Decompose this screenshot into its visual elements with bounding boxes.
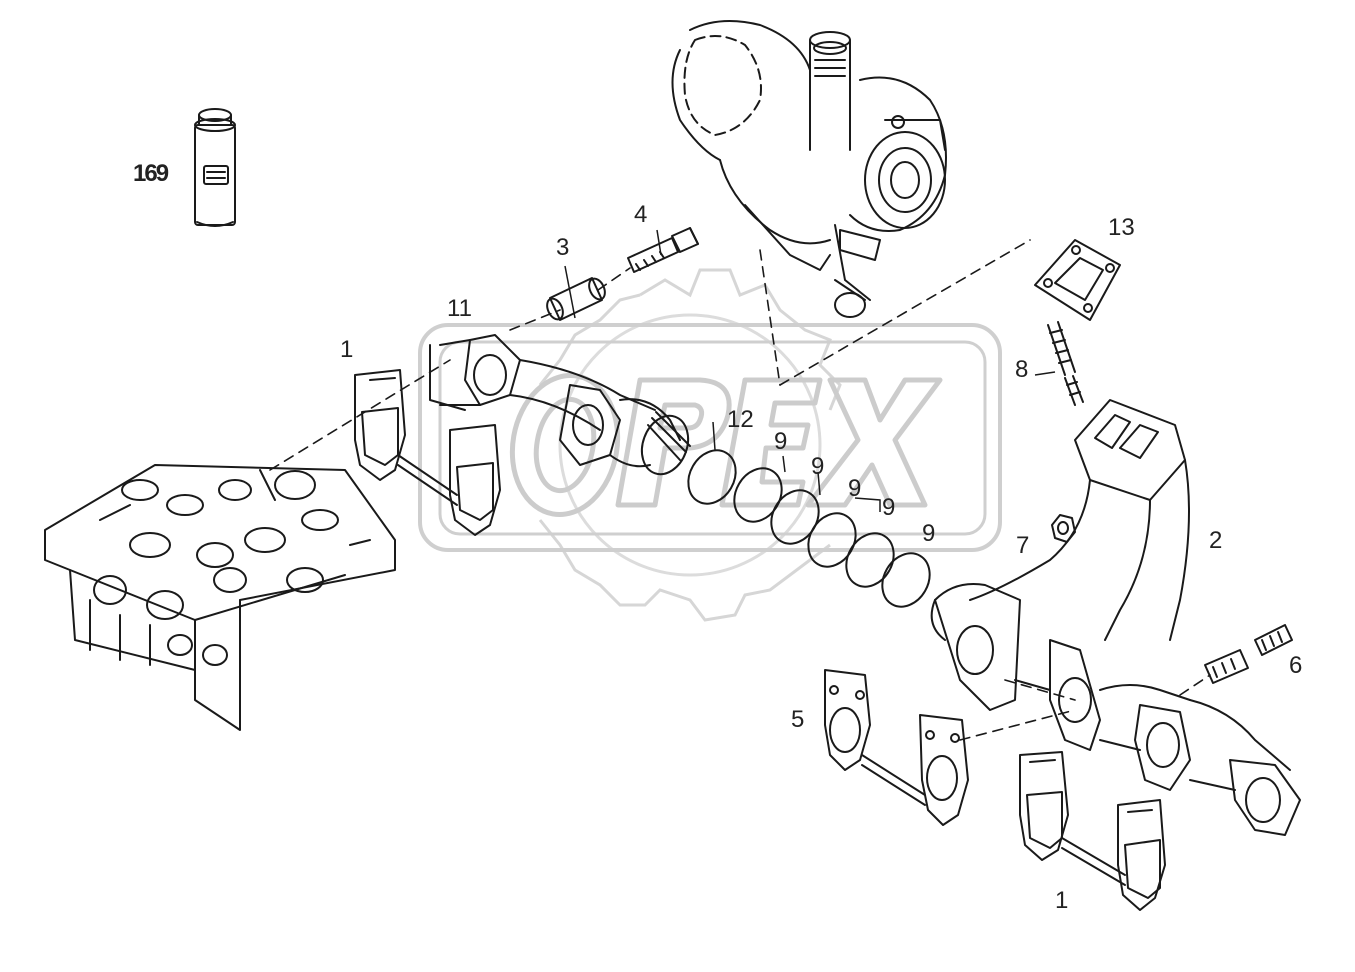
callout-5: 5 <box>791 706 805 733</box>
sealant-tube-drawing <box>194 108 236 227</box>
callout-2: 2 <box>1209 527 1223 554</box>
gasket-13-drawing <box>1034 239 1121 321</box>
callout-6: 6 <box>1289 652 1303 679</box>
callout-3: 3 <box>556 234 570 261</box>
turbocharger-drawing <box>671 20 947 318</box>
callout-1-left: 1 <box>340 336 354 363</box>
bolt-4-drawing <box>627 227 699 273</box>
gasket-1-left-drawing <box>354 369 501 536</box>
gasket-1-right-drawing <box>1019 751 1166 911</box>
pipe-11-drawing <box>429 334 691 476</box>
exhaust-manifold-2-drawing <box>930 399 1301 836</box>
callout-9-c: 9 <box>848 475 862 502</box>
callout-9-d: 9 <box>882 494 896 521</box>
callout-4: 4 <box>634 201 648 228</box>
bolt-6-drawing <box>1204 624 1293 684</box>
sealing-rings-drawing <box>687 449 931 608</box>
callout-169: 169 <box>133 160 169 187</box>
callout-9-a: 9 <box>774 428 788 455</box>
leader-lines <box>564 229 1056 512</box>
assembly-lines <box>269 239 1211 741</box>
callout-13: 13 <box>1108 214 1135 241</box>
callout-8: 8 <box>1015 356 1029 383</box>
callout-7: 7 <box>1016 532 1030 559</box>
stud-8-drawing <box>1047 321 1084 406</box>
callout-1-right: 1 <box>1055 887 1069 914</box>
nut-7-drawing <box>1051 514 1076 543</box>
callout-12: 12 <box>727 406 754 433</box>
callout-9-b: 9 <box>811 453 825 480</box>
gasket-5-drawing <box>824 669 969 826</box>
callout-11: 11 <box>447 295 472 322</box>
spacer-3-drawing <box>546 277 606 321</box>
opex-watermark-logo <box>418 268 1002 622</box>
cylinder-head-drawing <box>44 464 396 731</box>
callout-9-e: 9 <box>922 520 936 547</box>
